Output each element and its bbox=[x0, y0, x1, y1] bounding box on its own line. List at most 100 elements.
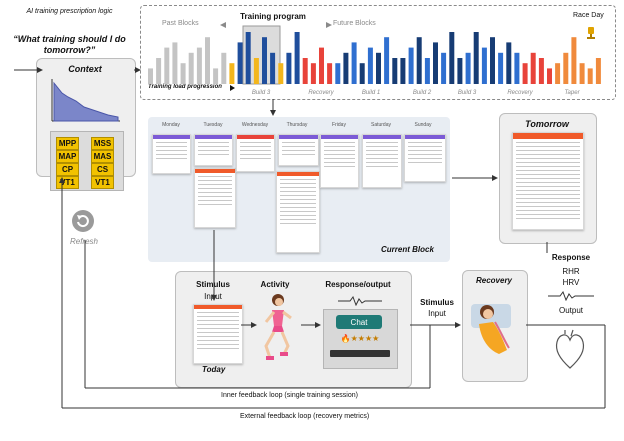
day-header: Thursday bbox=[286, 122, 308, 128]
past-arrow-icon bbox=[220, 22, 226, 28]
block-label: Build 3 bbox=[458, 90, 477, 96]
load-bar bbox=[579, 63, 585, 84]
block-label: Build 3 bbox=[252, 90, 271, 96]
stimulus2-label: Stimulus bbox=[420, 298, 454, 307]
context-label: Context bbox=[68, 64, 102, 74]
metric-tag: MAS bbox=[91, 150, 114, 163]
race-day-label: Race Day bbox=[573, 12, 604, 19]
block-label: Taper bbox=[564, 90, 580, 96]
chat-button[interactable]: Chat bbox=[336, 315, 382, 329]
load-bar bbox=[441, 52, 447, 84]
load-bar bbox=[595, 58, 601, 84]
load-bar bbox=[229, 63, 235, 84]
refresh-icon[interactable] bbox=[71, 209, 95, 233]
tomorrow-session-card[interactable] bbox=[512, 132, 584, 230]
load-bar bbox=[465, 52, 471, 84]
session-card[interactable] bbox=[276, 171, 320, 253]
load-bar bbox=[522, 63, 528, 84]
block-label: Build 1 bbox=[362, 90, 380, 96]
session-card[interactable] bbox=[236, 134, 275, 172]
training-program-title: Training program bbox=[240, 12, 306, 21]
load-bar bbox=[530, 52, 536, 84]
block-label: Build 2 bbox=[413, 90, 432, 96]
external-loop-label: External feedback loop (recovery metrics… bbox=[240, 413, 370, 420]
load-bar bbox=[481, 47, 487, 84]
progression-arrow-icon bbox=[230, 85, 235, 91]
load-bar bbox=[506, 42, 512, 84]
load-bar bbox=[343, 52, 349, 84]
rhr-label: RHR bbox=[562, 267, 580, 276]
hrv-label: HRV bbox=[562, 278, 580, 287]
load-bar bbox=[392, 58, 398, 84]
heartbeat-icon bbox=[338, 296, 382, 306]
today-label: Today bbox=[202, 365, 226, 374]
today-session-card[interactable] bbox=[193, 304, 243, 364]
header-title: AI training prescription logic bbox=[26, 8, 113, 15]
load-bar bbox=[408, 47, 414, 84]
session-card[interactable] bbox=[404, 134, 446, 182]
load-bar bbox=[384, 37, 390, 84]
tomorrow-label: Tomorrow bbox=[525, 119, 569, 129]
load-bar bbox=[237, 42, 243, 84]
metric-tag: CS bbox=[91, 163, 114, 176]
load-bar bbox=[433, 42, 438, 84]
heart-icon bbox=[555, 329, 585, 369]
load-bar bbox=[555, 63, 561, 84]
day-header: Monday bbox=[162, 122, 180, 128]
activity-label: Activity bbox=[260, 280, 290, 289]
session-card[interactable] bbox=[194, 134, 233, 166]
load-progression-label: Training load progression bbox=[148, 84, 222, 90]
block-label: Recovery bbox=[507, 90, 533, 96]
response-label: Response bbox=[551, 253, 591, 262]
trophy-icon bbox=[587, 27, 595, 39]
rating-slider[interactable] bbox=[330, 350, 390, 357]
load-bar bbox=[473, 32, 479, 84]
response-device-panel bbox=[323, 309, 398, 369]
load-bar bbox=[164, 47, 170, 84]
session-card[interactable] bbox=[152, 134, 191, 174]
load-bar bbox=[253, 58, 259, 84]
emoji-rating-row[interactable]: 🔥★★★★ bbox=[340, 334, 380, 343]
load-bar bbox=[205, 37, 210, 84]
load-bar bbox=[538, 58, 544, 84]
past-blocks-label: Past Blocks bbox=[162, 20, 199, 27]
load-bar bbox=[262, 37, 267, 84]
recovery-label: Recovery bbox=[475, 276, 513, 285]
load-bar bbox=[359, 63, 365, 84]
load-bar bbox=[310, 63, 316, 84]
block-label: Recovery bbox=[308, 90, 334, 96]
load-bar bbox=[498, 52, 504, 84]
load-bar bbox=[172, 42, 178, 84]
load-bar bbox=[327, 63, 333, 84]
header-question: “What training should I do tomorrow?” bbox=[13, 34, 126, 55]
load-bar bbox=[286, 52, 292, 84]
load-bar bbox=[270, 52, 276, 84]
training-load-chart: Build 3 Recovery Build 1 Build 2 Build 3 Reco… bbox=[148, 22, 601, 96]
load-bar bbox=[148, 68, 153, 84]
runner-figure bbox=[264, 294, 292, 360]
day-header: Tuesday bbox=[203, 122, 223, 128]
day-header: Saturday bbox=[370, 122, 391, 128]
session-card[interactable] bbox=[362, 134, 402, 188]
load-bar bbox=[424, 58, 430, 84]
load-bar bbox=[156, 58, 162, 84]
metric-tag: MPP bbox=[56, 137, 79, 150]
load-bar bbox=[563, 52, 569, 84]
load-bar bbox=[335, 63, 341, 84]
load-bar bbox=[571, 37, 577, 84]
session-card[interactable] bbox=[278, 134, 319, 166]
inner-loop-label: Inner feedback loop (single training ses… bbox=[221, 392, 358, 399]
load-bar bbox=[547, 68, 552, 84]
session-card[interactable] bbox=[320, 134, 359, 188]
session-card[interactable] bbox=[194, 168, 236, 228]
load-bar bbox=[351, 42, 357, 84]
load-bar bbox=[367, 47, 373, 84]
training-program-panel bbox=[140, 5, 616, 100]
metric-tag: VT1 bbox=[91, 176, 114, 189]
load-bar bbox=[514, 52, 520, 84]
refresh-label: Refresh bbox=[69, 237, 98, 246]
load-bar bbox=[196, 47, 202, 84]
load-bar bbox=[319, 47, 324, 84]
